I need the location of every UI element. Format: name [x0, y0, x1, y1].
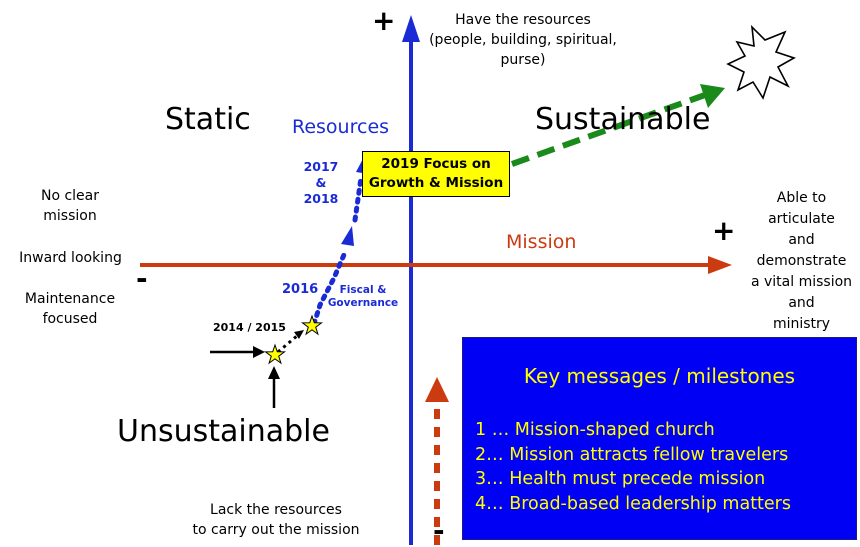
- entry-arrow-up: [268, 366, 280, 408]
- x-axis-plus: +: [712, 214, 736, 247]
- fiscal-line-2: Governance: [327, 297, 399, 309]
- key-message-item: 4… Broad-based leadership matters: [475, 493, 791, 514]
- maintenance-focused: Maintenance focused: [14, 289, 126, 329]
- vertical-axis: [402, 15, 420, 545]
- key-message-item: 3… Health must precede mission: [475, 469, 766, 489]
- label-fiscal-governance: Fiscal & Governance: [325, 284, 401, 310]
- label-2016: 2016: [282, 282, 319, 297]
- no-clear-line-2: mission: [43, 208, 97, 224]
- progress-up-arrow: [425, 377, 449, 545]
- label-2017: 2017: [303, 159, 339, 174]
- fiscal-line-1: Fiscal &: [339, 284, 387, 296]
- growth-arrow: [510, 84, 725, 167]
- quadrant-unsustainable: Unsustainable: [117, 414, 330, 449]
- key-messages-list: 1 … Mission-shaped church 2… Mission att…: [475, 418, 791, 516]
- inward-looking: Inward looking: [19, 250, 122, 266]
- right-desc-line: a vital mission: [750, 274, 853, 290]
- label-2014-2015: 2014 / 2015: [213, 321, 286, 334]
- focus-line-2: Growth & Mission: [368, 175, 504, 191]
- key-messages-panel: Key messages / milestones 1 … Mission-sh…: [462, 337, 857, 540]
- right-desc-line: Able to: [776, 190, 827, 206]
- label-2017-2018: 2017 & 2018: [300, 159, 342, 207]
- label-2018: 2018: [303, 191, 339, 206]
- resources-axis-label: Resources: [292, 116, 390, 138]
- right-desc-line: articulate: [768, 211, 835, 227]
- quadrant-static: Static: [165, 102, 251, 137]
- star-icon-2014: [264, 343, 286, 365]
- key-message-item: 1 … Mission-shaped church: [475, 420, 715, 440]
- mission-axis-label: Mission: [506, 231, 577, 253]
- quadrant-sustainable: Sustainable: [535, 102, 711, 137]
- top-description: Have the resources (people, building, sp…: [418, 10, 628, 70]
- able-to-articulate: Able to articulate and demonstrate a vital m…: [744, 188, 859, 335]
- top-line-2: (people, building, spiritual, purse): [429, 32, 617, 68]
- bottom-line-2: to carry out the mission: [192, 522, 360, 538]
- top-line-1: Have the resources: [455, 12, 591, 28]
- focus-line-1: 2019 Focus on: [381, 156, 491, 172]
- path-arrow-2016-2018: [311, 226, 354, 327]
- bottom-line-1: Lack the resources: [210, 502, 342, 518]
- key-messages-title: Key messages / milestones: [523, 364, 796, 388]
- label-amp: &: [315, 175, 327, 190]
- y-axis-plus: +: [372, 4, 396, 37]
- star-icon-2016: [301, 314, 323, 336]
- bottom-description: Lack the resources to carry out the miss…: [176, 500, 376, 540]
- starburst-icon: [726, 24, 796, 100]
- right-desc-line: ministry: [772, 316, 831, 332]
- no-clear-line-1: No clear: [40, 188, 100, 204]
- maint-line-2: focused: [42, 311, 98, 327]
- focus-2019-box: 2019 Focus on Growth & Mission: [362, 151, 510, 197]
- x-axis-minus: -: [136, 262, 148, 295]
- no-clear-mission: No clear mission: [25, 186, 115, 226]
- right-desc-line: and: [788, 232, 815, 248]
- right-desc-line: and: [788, 295, 815, 311]
- key-message-item: 2… Mission attracts fellow travelers: [475, 444, 789, 465]
- path-arrow-2014-2016: [277, 330, 304, 354]
- entry-arrow-left: [210, 346, 265, 358]
- horizontal-axis: [140, 256, 732, 274]
- maint-line-1: Maintenance: [24, 291, 116, 307]
- y-axis-minus: -: [433, 514, 445, 547]
- right-desc-line: demonstrate: [756, 253, 847, 269]
